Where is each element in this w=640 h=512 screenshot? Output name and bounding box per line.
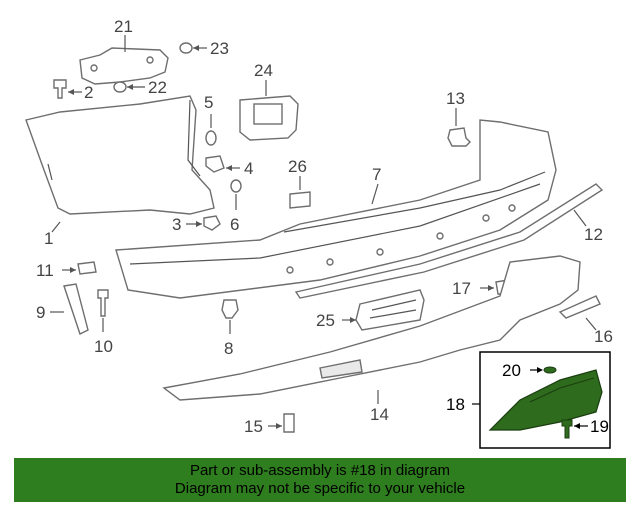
part-22-nut[interactable] <box>113 81 145 93</box>
callout-26[interactable]: 26 <box>288 157 307 176</box>
callout-20[interactable]: 20 <box>502 361 521 380</box>
callout-3[interactable]: 3 <box>172 215 181 234</box>
part-1-fascia-bracket[interactable] <box>25 95 215 233</box>
part-14-lower-valance[interactable] <box>162 255 581 404</box>
part-5-clip[interactable] <box>205 114 217 146</box>
part-20-clip[interactable] <box>543 366 557 374</box>
part-10-screw[interactable] <box>97 289 109 332</box>
callout-19[interactable]: 19 <box>590 417 609 436</box>
callout-5[interactable]: 5 <box>204 93 213 112</box>
callout-12[interactable]: 12 <box>584 225 603 244</box>
parts-diagram: 21 23 2 22 24 1 5 <box>25 17 613 449</box>
callout-8[interactable]: 8 <box>224 339 233 358</box>
callout-11[interactable]: 11 <box>36 261 54 280</box>
callout-14[interactable]: 14 <box>370 405 389 424</box>
part-26-label[interactable] <box>289 176 311 209</box>
part-19-screw[interactable] <box>561 419 573 439</box>
callout-24[interactable]: 24 <box>254 61 273 80</box>
part-18-panel[interactable] <box>488 369 603 431</box>
part-3-push-nut[interactable] <box>186 215 221 231</box>
callout-16[interactable]: 16 <box>594 327 613 346</box>
part-12-trim-strip[interactable] <box>294 183 604 299</box>
part-23-nut[interactable] <box>179 42 207 54</box>
callout-25[interactable]: 25 <box>316 311 335 330</box>
callout-21[interactable]: 21 <box>114 17 133 36</box>
part-24-sensor-bracket[interactable] <box>239 80 299 141</box>
part-13-bolt[interactable] <box>447 108 471 147</box>
part-21-bracket[interactable] <box>79 35 169 85</box>
part-11-clip[interactable] <box>62 261 97 275</box>
callout-13[interactable]: 13 <box>446 89 465 108</box>
info-banner: Part or sub-assembly is #18 in diagram D… <box>14 458 626 502</box>
part-16-trim[interactable] <box>558 295 601 331</box>
part-15-bolt[interactable] <box>268 413 295 433</box>
callout-23[interactable]: 23 <box>210 39 229 58</box>
part-9-bracket[interactable] <box>50 283 89 335</box>
callout-2[interactable]: 2 <box>84 83 93 102</box>
part-7-bumper-cover[interactable] <box>115 119 557 299</box>
part-6-grommet[interactable] <box>230 179 242 210</box>
callout-15[interactable]: 15 <box>244 417 263 436</box>
callout-4[interactable]: 4 <box>244 159 253 178</box>
part-2-screw[interactable] <box>53 79 82 99</box>
callout-10[interactable]: 10 <box>94 337 113 356</box>
callout-22[interactable]: 22 <box>148 78 167 97</box>
callout-1[interactable]: 1 <box>44 229 53 248</box>
banner-line-1: Part or sub-assembly is #18 in diagram <box>189 462 451 479</box>
callout-18[interactable]: 18 <box>446 395 465 414</box>
callout-9[interactable]: 9 <box>36 303 45 322</box>
callout-17[interactable]: 17 <box>452 279 471 298</box>
callout-6[interactable]: 6 <box>230 215 239 234</box>
part-18-detail-box[interactable] <box>472 351 611 449</box>
part-25-vent-grille[interactable] <box>342 289 425 331</box>
part-4-clip[interactable] <box>205 155 240 173</box>
banner-line-2: Diagram may not be specific to your vehi… <box>174 480 466 497</box>
callout-7[interactable]: 7 <box>372 165 381 184</box>
part-8-pin[interactable] <box>221 299 239 334</box>
